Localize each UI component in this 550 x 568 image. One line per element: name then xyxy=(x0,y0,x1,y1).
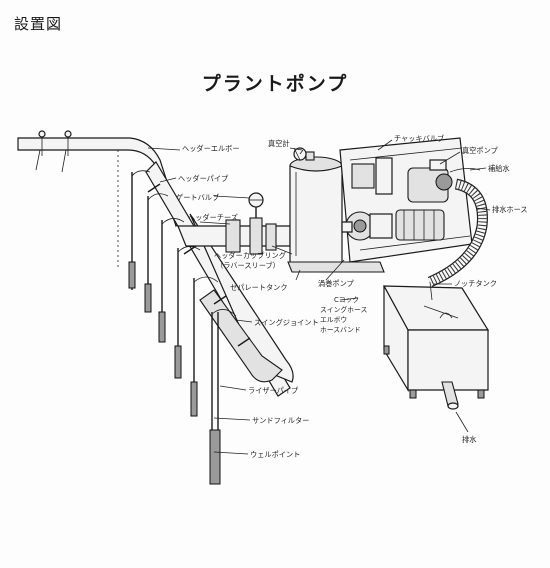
leader-lines xyxy=(147,139,491,455)
label-header-elbow: ヘッダーエルボー xyxy=(182,144,240,153)
label-header-coupling: ヘッダーカップリング xyxy=(214,251,286,260)
label-drain-hose: 排水ホース xyxy=(492,205,528,214)
label-c-cock: Cコック xyxy=(334,296,359,304)
label-sand-filter: サンドフィルター xyxy=(252,416,309,425)
label-vacuum-pump: 真空ポンプ xyxy=(462,146,499,155)
label-supply-water: 補給水 xyxy=(488,164,510,173)
separate-tank-drawing xyxy=(287,147,385,273)
label-volute-pump: 渦巻ポンプ xyxy=(318,279,355,288)
diagram-title: プラントポンプ xyxy=(201,73,349,95)
label-notch-tank: ノッチタンク xyxy=(454,279,497,288)
pump-motor-drawing xyxy=(339,137,481,263)
label-vacuum-gauge: 真空計 xyxy=(268,139,290,148)
label-well-point: ウェルポイント xyxy=(250,450,300,459)
label-header-tee: ヘッダーチーズ xyxy=(188,213,238,222)
label-hose-band: ホースバンド xyxy=(320,326,361,334)
label-rubber-sleeve: （ラバースリーブ） xyxy=(216,261,280,270)
label-check-valve: チャッキバルブ xyxy=(394,134,444,143)
gate-valve-assembly xyxy=(177,192,291,255)
notch-tank-drawing xyxy=(382,281,490,410)
riser-pipes-drawing xyxy=(117,150,237,485)
drain-hose-drawing xyxy=(427,178,488,288)
section-title: 設置図 xyxy=(14,15,63,33)
label-gate-valve: ゲートバルブ xyxy=(176,193,219,202)
label-header-pipe: ヘッダーパイプ xyxy=(178,174,229,183)
label-swing-hose: スイングホース xyxy=(320,305,367,314)
label-riser-pipe: ライザーパイプ xyxy=(248,386,299,395)
label-swing-joint: スイングジョイント xyxy=(254,318,319,327)
label-separate-tank: セパレートタンク xyxy=(230,283,288,292)
label-elbow: エルボウ xyxy=(320,316,347,324)
label-drainage: 排水 xyxy=(462,435,476,444)
